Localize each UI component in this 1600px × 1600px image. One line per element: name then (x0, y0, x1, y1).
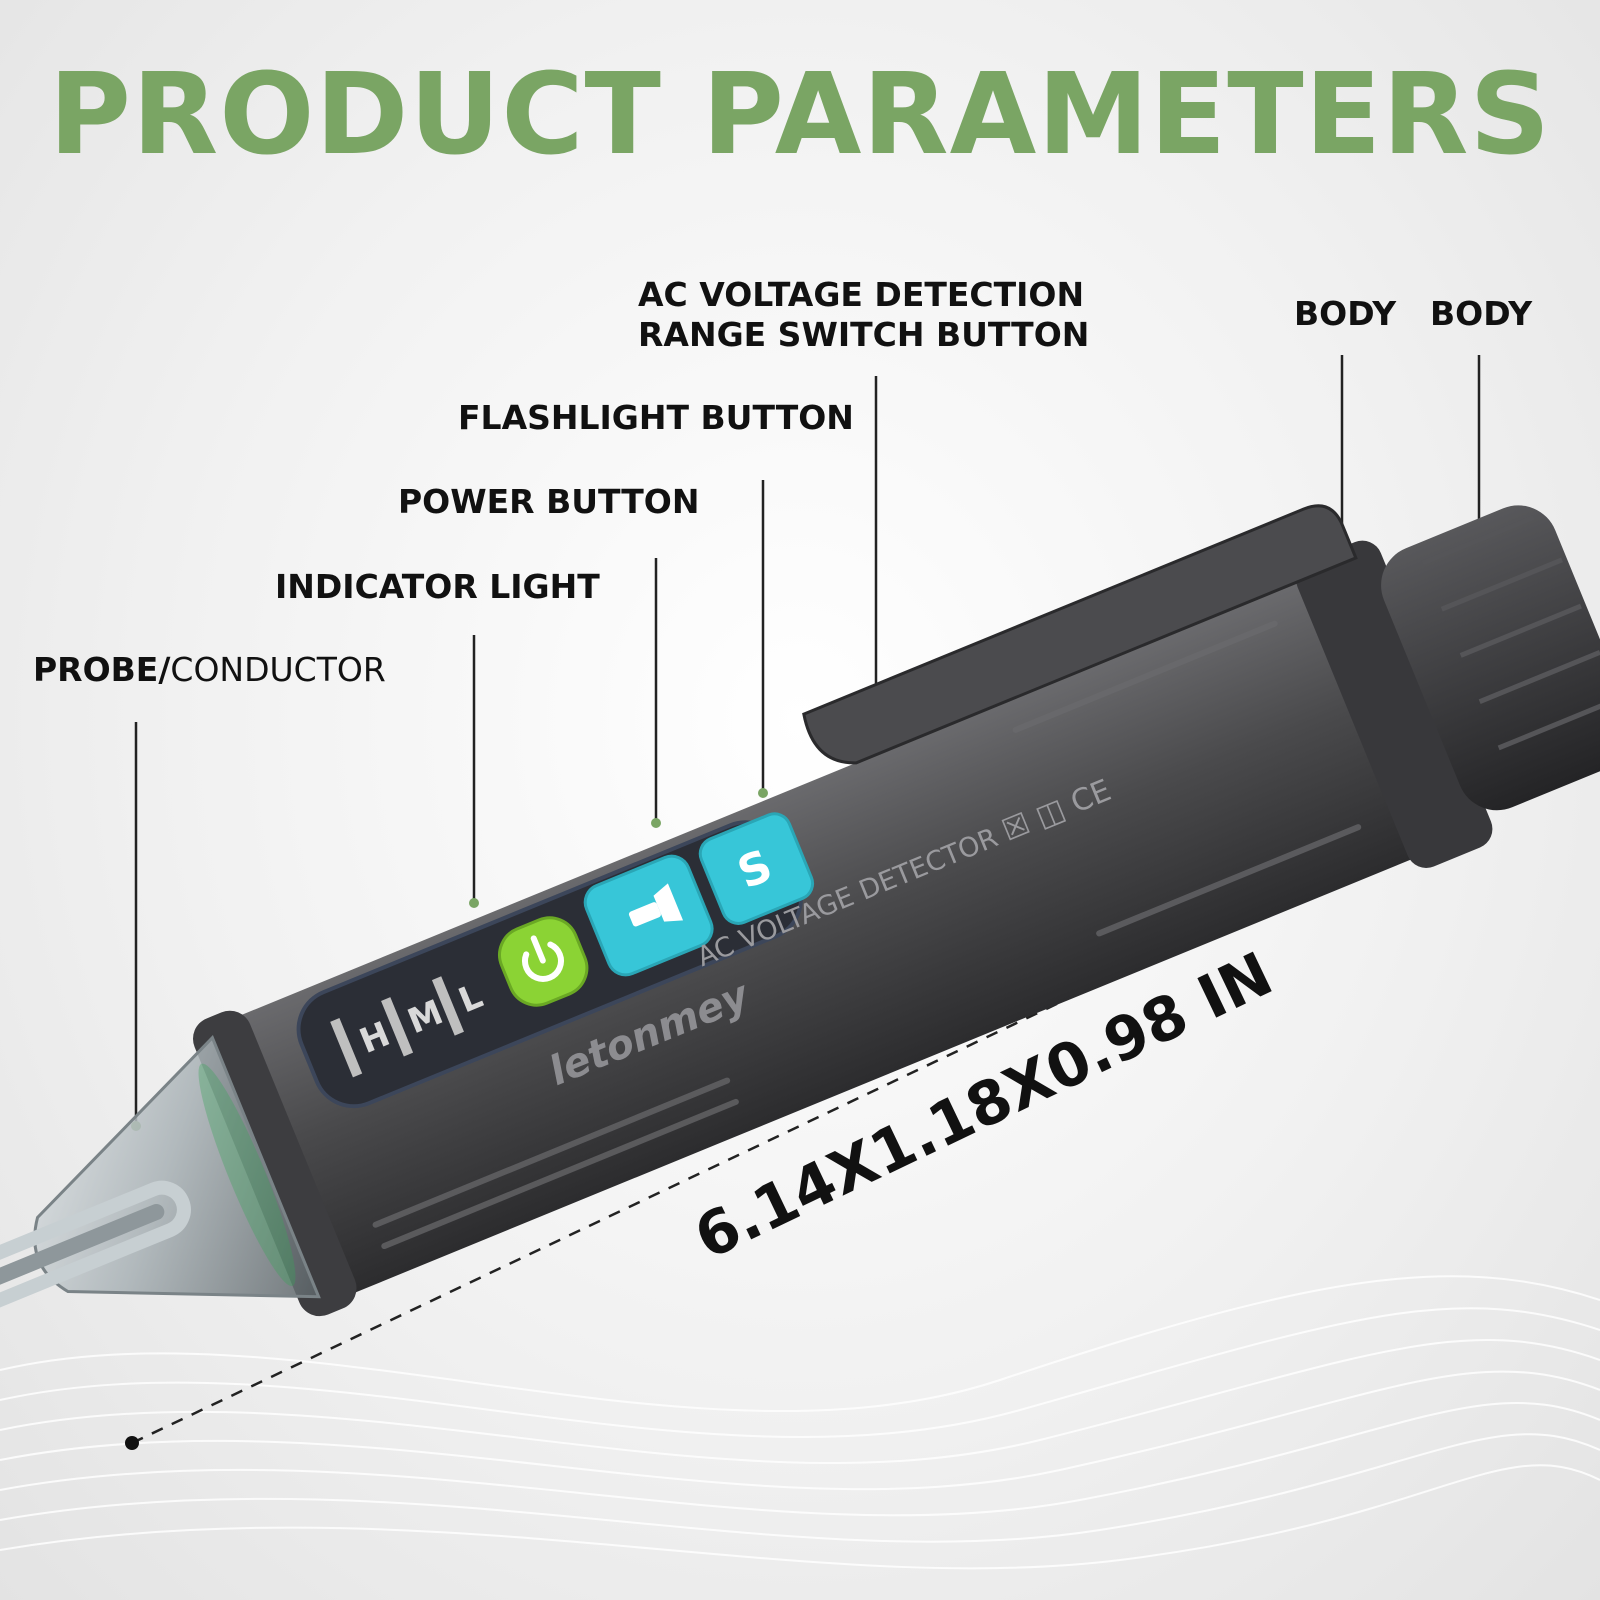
power-button[interactable] (491, 909, 595, 1013)
flashlight-icon (628, 883, 684, 927)
callout-body-1: BODY (1294, 294, 1397, 333)
end-cap (1381, 505, 1600, 811)
rear-collar (1296, 540, 1493, 868)
callout-probe-normal: CONDUCTOR (170, 650, 386, 689)
callout-probe: PROBE/CONDUCTOR (33, 650, 386, 690)
cap-knurling (1421, 515, 1600, 751)
pocket-clip (802, 504, 1358, 765)
indicator-bar-h (330, 1018, 363, 1078)
range-switch-button[interactable]: S (695, 809, 817, 928)
callout-body-2: BODY (1430, 294, 1533, 333)
probe-tip (0, 1035, 321, 1317)
grip-grooves (372, 620, 1362, 1250)
flashlight-button[interactable] (580, 851, 718, 981)
callout-range-switch-line1: AC VOLTAGE DETECTION (638, 275, 1085, 314)
indicator-bar-m (381, 997, 414, 1057)
pen-body (214, 567, 1456, 1301)
callout-probe-bold: PROBE/ (33, 650, 171, 689)
callout-power-button: POWER BUTTON (398, 482, 700, 521)
page-title: PRODUCT PARAMETERS (48, 50, 1552, 180)
callout-range-switch-line2: RANGE SWITCH BUTTON (638, 315, 1090, 354)
callout-indicator-light: INDICATOR LIGHT (275, 567, 600, 606)
callout-flashlight-button: FLASHLIGHT BUTTON (458, 398, 854, 437)
power-icon (522, 935, 564, 982)
voltage-detector-pen: H M L S letonmey AC (0, 504, 1600, 1317)
background-waves (0, 1275, 1600, 1570)
indicator-bar-l (431, 976, 464, 1036)
